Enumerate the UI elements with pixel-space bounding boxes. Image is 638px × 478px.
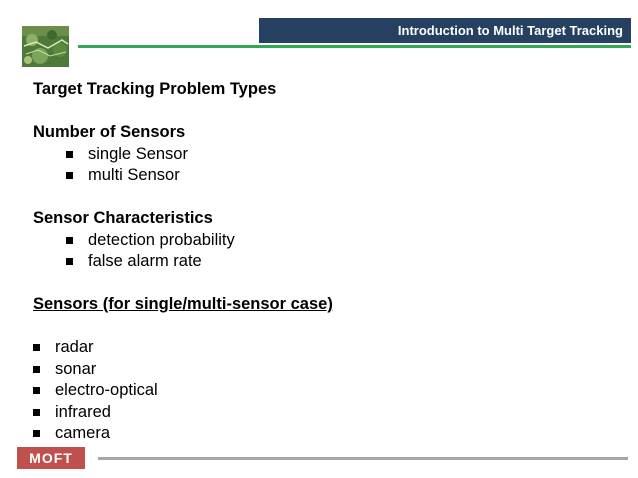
bullet-square-icon xyxy=(33,387,40,395)
section-heading-sensors: Sensors (for single/multi-sensor case) xyxy=(33,295,333,313)
bullet-square-icon xyxy=(66,236,73,244)
list-item: radar xyxy=(33,337,613,359)
footer-logo-badge: MOFT xyxy=(17,447,85,469)
list-item: electro-optical xyxy=(33,380,613,402)
list-item: camera xyxy=(33,423,613,445)
section-heading-number-of-sensors: Number of Sensors xyxy=(33,123,186,141)
spacer xyxy=(33,273,613,295)
list-item-label: detection probability xyxy=(88,230,235,249)
list-item: multi Sensor xyxy=(33,165,613,187)
list-item-label: multi Sensor xyxy=(88,166,180,184)
list-item-label: electro-optical xyxy=(55,381,158,399)
bullet-square-icon xyxy=(33,408,40,416)
list-item: false alarm rate xyxy=(33,251,613,273)
slide-title: Introduction to Multi Target Tracking xyxy=(397,23,623,38)
list-item: detection probability xyxy=(33,230,613,252)
bullet-square-icon xyxy=(33,365,40,373)
list-item-label: false alarm rate xyxy=(88,252,202,270)
section-heading-sensor-characteristics: Sensor Characteristics xyxy=(33,209,213,227)
header-accent-line xyxy=(78,45,631,48)
footer-badge-label: MOFT xyxy=(29,450,73,466)
spacer xyxy=(33,101,613,123)
bullet-square-icon xyxy=(66,150,73,158)
bullet-square-icon xyxy=(33,430,40,438)
bullet-square-icon xyxy=(33,344,40,352)
list-item-label: single Sensor xyxy=(88,144,188,163)
footer-divider-line xyxy=(98,457,628,460)
slide-heading: Target Tracking Problem Types xyxy=(33,80,277,98)
spacer xyxy=(33,187,613,209)
list-item: infrared xyxy=(33,402,613,424)
bullet-square-icon xyxy=(66,172,73,180)
list-item: single Sensor xyxy=(33,144,613,166)
list-item: sonar xyxy=(33,359,613,381)
list-item-label: sonar xyxy=(55,359,97,378)
slide-content: Target Tracking Problem Types Number of … xyxy=(33,79,613,445)
spacer xyxy=(33,316,613,338)
slide-title-bar: Introduction to Multi Target Tracking xyxy=(259,18,631,43)
bullet-square-icon xyxy=(66,258,73,266)
list-item-label: camera xyxy=(55,424,111,442)
logo-image xyxy=(22,26,69,67)
list-item-label: infrared xyxy=(55,402,111,421)
list-item-label: radar xyxy=(55,338,94,356)
